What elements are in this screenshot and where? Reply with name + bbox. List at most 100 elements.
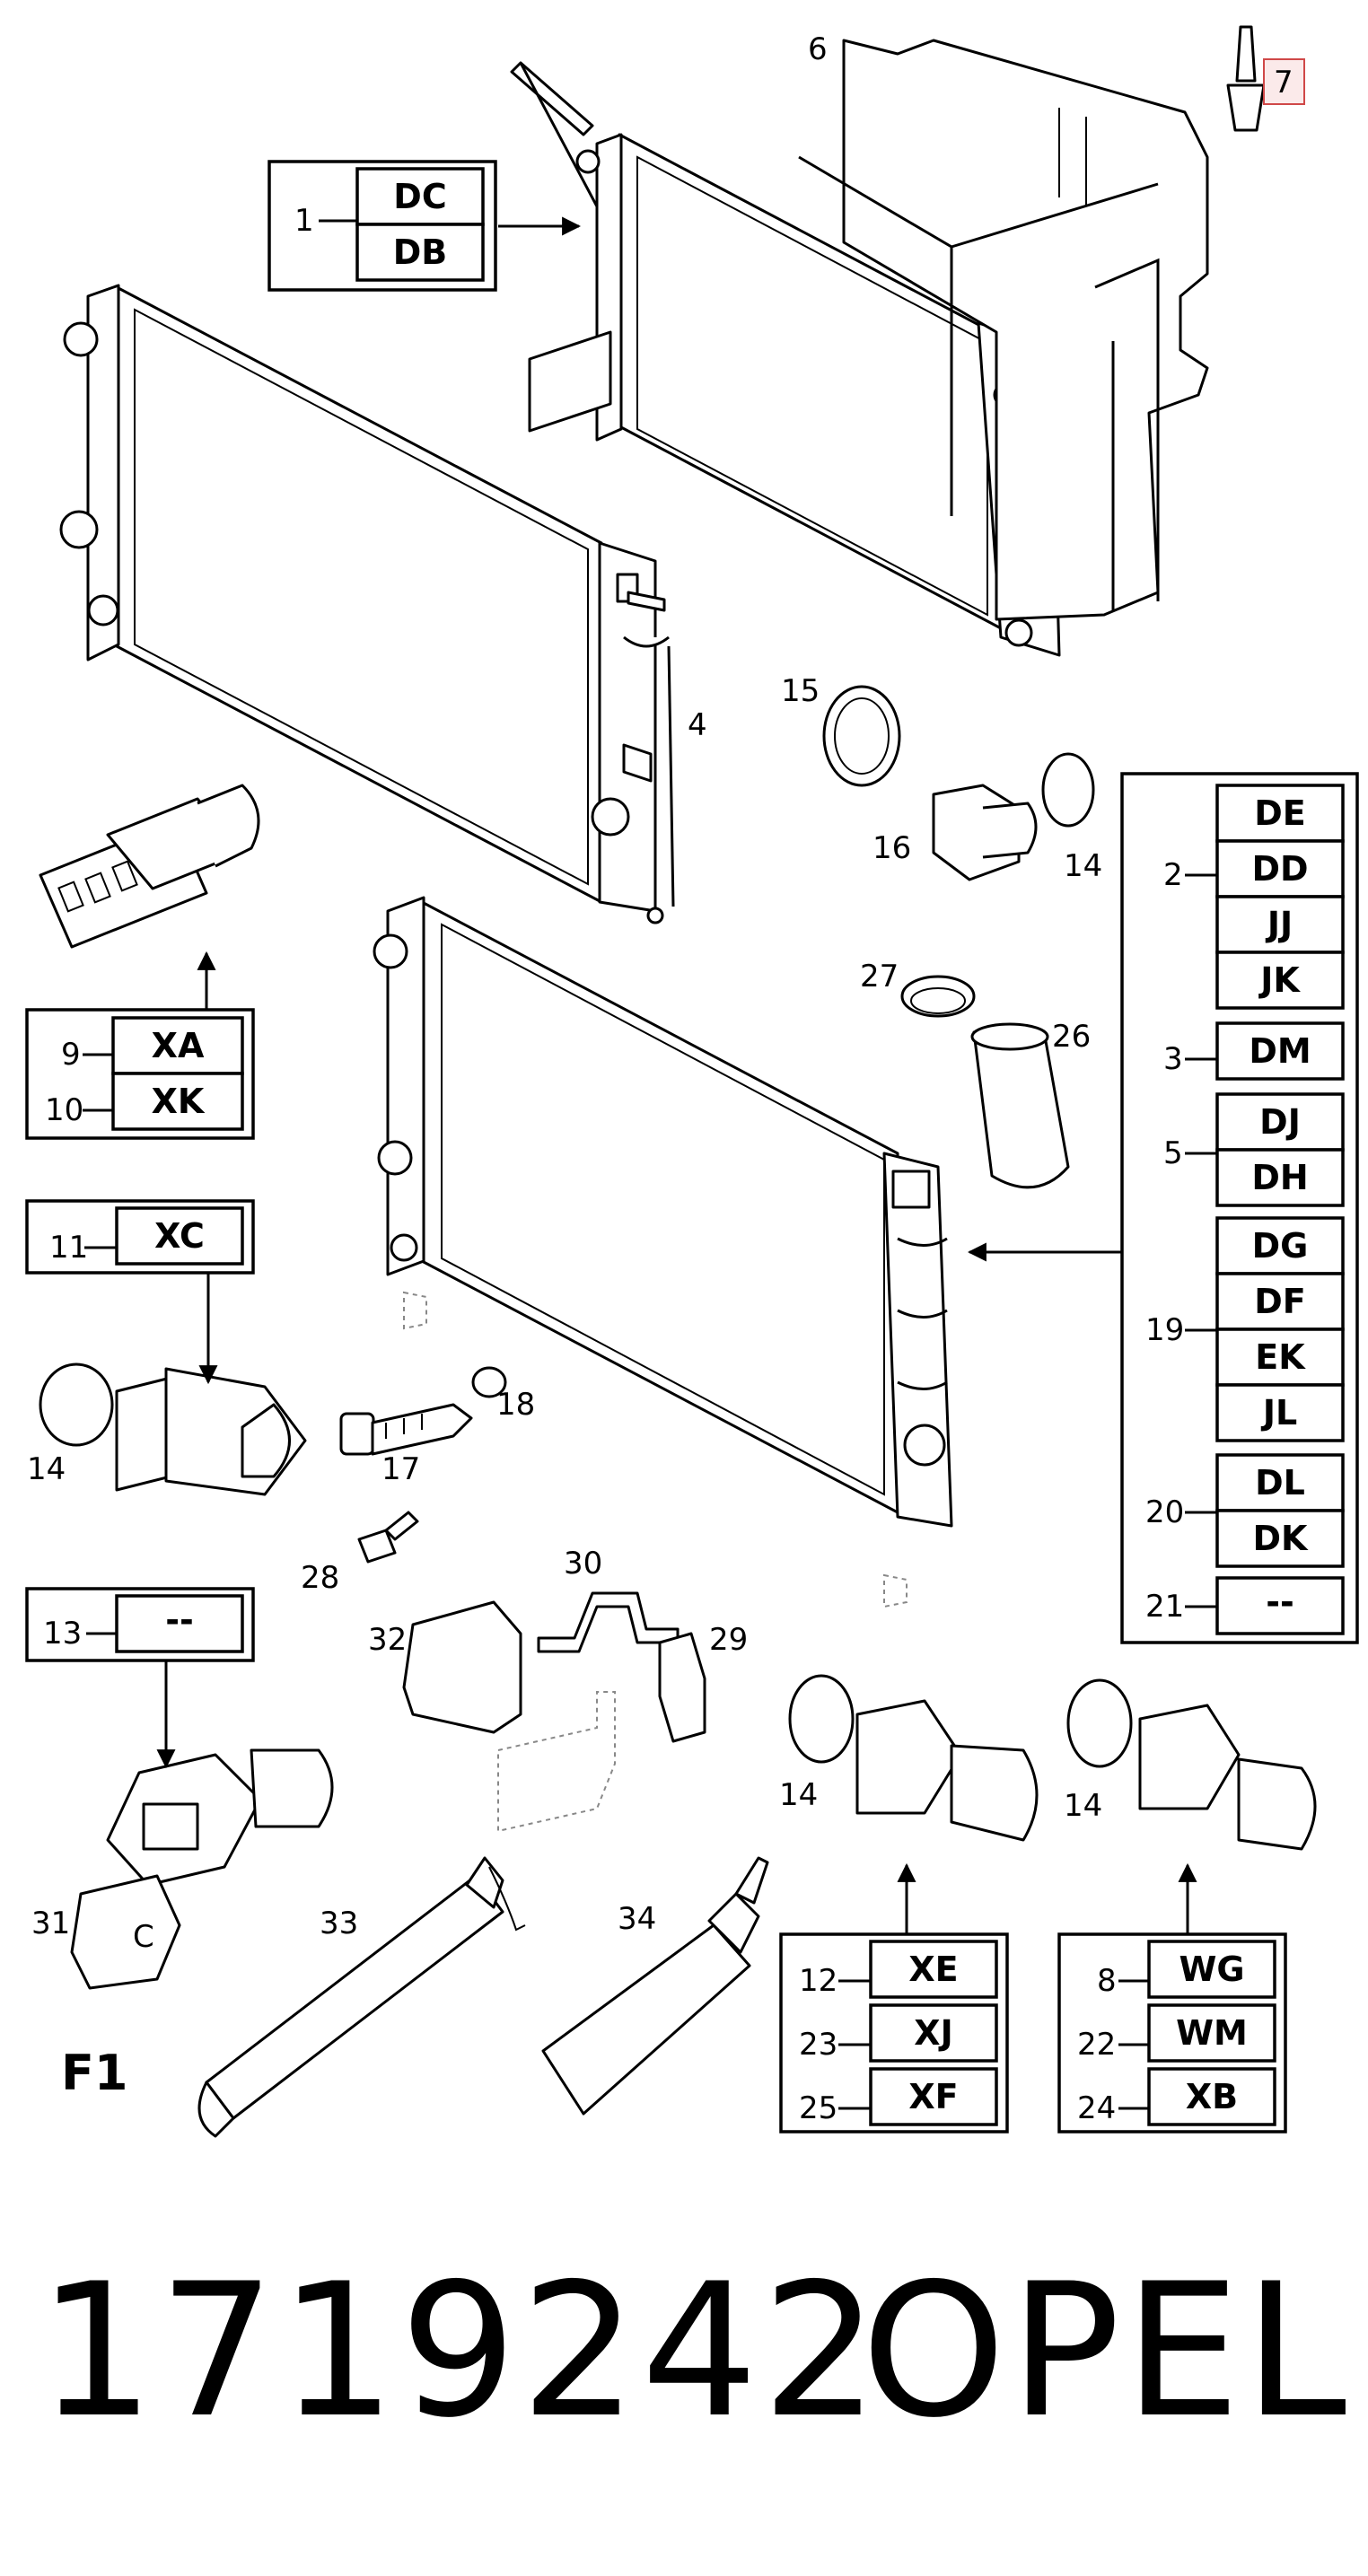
group-19-number: 19 bbox=[1145, 1312, 1184, 1348]
code-DJ: DJ bbox=[1259, 1102, 1301, 1142]
right-panel-box: 2 DE DD JJ JK 3 DM 5 DJ DH 19 DG DF EK J… bbox=[1120, 772, 1359, 1644]
code-DE: DE bbox=[1254, 793, 1306, 833]
code-DH: DH bbox=[1251, 1158, 1308, 1197]
group-9-number: 9 bbox=[61, 1037, 81, 1073]
group-1-number: 1 bbox=[294, 203, 314, 239]
clip-30-drawing bbox=[537, 1591, 680, 1653]
group-13-box: 13 -- bbox=[25, 1587, 255, 1662]
code-DK: DK bbox=[1253, 1519, 1310, 1558]
group-9-box: 9 10 XA XK bbox=[25, 1008, 255, 1140]
group-5-number: 5 bbox=[1163, 1135, 1183, 1171]
clip-29-drawing bbox=[658, 1632, 706, 1743]
code-XC: XC bbox=[154, 1216, 205, 1256]
screw-28-drawing bbox=[357, 1511, 419, 1564]
fan-shroud-drawing bbox=[798, 39, 1209, 621]
clip-drawing bbox=[1226, 25, 1266, 132]
callout-16: 16 bbox=[873, 830, 911, 866]
code-DM: DM bbox=[1249, 1031, 1311, 1071]
code-XE: XE bbox=[908, 1950, 958, 1989]
sensor-13-drawing bbox=[106, 1748, 334, 1887]
callout-14-top: 14 bbox=[1064, 848, 1102, 884]
code-XK: XK bbox=[152, 1082, 206, 1121]
code-WG: WG bbox=[1179, 1950, 1244, 1989]
callout-6: 6 bbox=[808, 31, 828, 67]
radiator-middle-drawing bbox=[373, 896, 953, 1608]
code-DB: DB bbox=[393, 232, 448, 272]
group-8-number: 8 bbox=[1097, 1963, 1117, 1999]
gasket-14-top-drawing bbox=[1041, 752, 1095, 828]
group-11-number: 11 bbox=[49, 1230, 88, 1266]
callout-29: 29 bbox=[709, 1622, 748, 1658]
brand-name: OPEL bbox=[861, 2245, 1350, 2458]
group-12-box: 12 23 25 XE XJ XF bbox=[779, 1932, 1009, 2134]
callout-31: 31 bbox=[31, 1906, 70, 1941]
hose-clamp-drawing bbox=[900, 975, 976, 1018]
group-20-number: 20 bbox=[1145, 1494, 1184, 1530]
sensor-12-drawing bbox=[788, 1674, 1039, 1842]
cap-31-letter: C bbox=[133, 1919, 154, 1955]
group-25-number: 25 bbox=[799, 2090, 837, 2126]
code-XA: XA bbox=[152, 1026, 205, 1065]
callout-32: 32 bbox=[368, 1622, 407, 1658]
code-DF: DF bbox=[1254, 1282, 1306, 1321]
callout-7-box bbox=[1263, 58, 1305, 105]
group-12-number: 12 bbox=[799, 1963, 837, 1999]
code-XB: XB bbox=[1186, 2077, 1238, 2116]
radiator-top-drawing bbox=[59, 284, 675, 924]
callout-34: 34 bbox=[618, 1901, 656, 1937]
cap-31-drawing bbox=[70, 1874, 181, 1990]
code-DD: DD bbox=[1251, 849, 1308, 889]
group-13-number: 13 bbox=[43, 1616, 82, 1652]
tube-33-drawing bbox=[197, 1856, 526, 2138]
group-22-number: 22 bbox=[1077, 2027, 1116, 2063]
group-11-box: 11 XC bbox=[25, 1199, 255, 1275]
callout-18: 18 bbox=[496, 1387, 535, 1423]
group-8-box: 8 22 24 WG WM XB bbox=[1057, 1932, 1287, 2134]
code-DL: DL bbox=[1255, 1463, 1305, 1503]
callout-14-left: 14 bbox=[27, 1451, 66, 1487]
bolt-17-drawing bbox=[339, 1403, 473, 1456]
callout-28: 28 bbox=[301, 1560, 339, 1596]
gasket-15-drawing bbox=[822, 685, 901, 787]
bracket-dashed-drawing bbox=[497, 1691, 616, 1833]
group-23-number: 23 bbox=[799, 2027, 837, 2063]
callout-7: 7 bbox=[1274, 65, 1293, 101]
group-1-box: 1 DC DB bbox=[267, 160, 497, 292]
corner-label: F1 bbox=[61, 2045, 127, 2101]
callout-30: 30 bbox=[564, 1546, 602, 1582]
code-DC: DC bbox=[393, 177, 446, 216]
code-13-placeholder: -- bbox=[165, 1600, 194, 1640]
cap-drawing bbox=[970, 1022, 1070, 1189]
code-XJ: XJ bbox=[914, 2013, 952, 2053]
group-2-number: 2 bbox=[1163, 857, 1183, 893]
code-JJ: JJ bbox=[1265, 905, 1293, 944]
code-21-placeholder: -- bbox=[1266, 1582, 1294, 1622]
callout-17: 17 bbox=[381, 1451, 420, 1487]
bracket-32-drawing bbox=[402, 1600, 522, 1734]
callout-26: 26 bbox=[1052, 1019, 1091, 1055]
sensor-8-drawing bbox=[1066, 1678, 1317, 1851]
callout-15: 15 bbox=[781, 673, 820, 709]
callout-33: 33 bbox=[320, 1906, 358, 1941]
callout-14-right: 14 bbox=[1064, 1788, 1102, 1824]
group-21-number: 21 bbox=[1145, 1589, 1184, 1625]
code-JL: JL bbox=[1260, 1393, 1297, 1433]
group-3-number: 3 bbox=[1163, 1041, 1183, 1077]
callout-27: 27 bbox=[860, 959, 899, 994]
code-JK: JK bbox=[1258, 960, 1301, 1000]
group-24-number: 24 bbox=[1077, 2090, 1116, 2126]
code-DG: DG bbox=[1252, 1226, 1309, 1266]
sensor-11-drawing bbox=[39, 1362, 307, 1496]
tube-34-drawing bbox=[541, 1856, 769, 2116]
callout-14-mid: 14 bbox=[779, 1777, 818, 1813]
code-EK: EK bbox=[1255, 1337, 1306, 1377]
part-number: 1719242 bbox=[38, 2245, 882, 2458]
group-10-number: 10 bbox=[45, 1092, 83, 1128]
code-XF: XF bbox=[908, 2077, 958, 2116]
sensor-9-drawing bbox=[39, 784, 260, 949]
code-WM: WM bbox=[1176, 2013, 1248, 2053]
washer-18-drawing bbox=[471, 1366, 507, 1398]
callout-4: 4 bbox=[688, 707, 707, 743]
drain-plug-drawing bbox=[932, 784, 1038, 881]
